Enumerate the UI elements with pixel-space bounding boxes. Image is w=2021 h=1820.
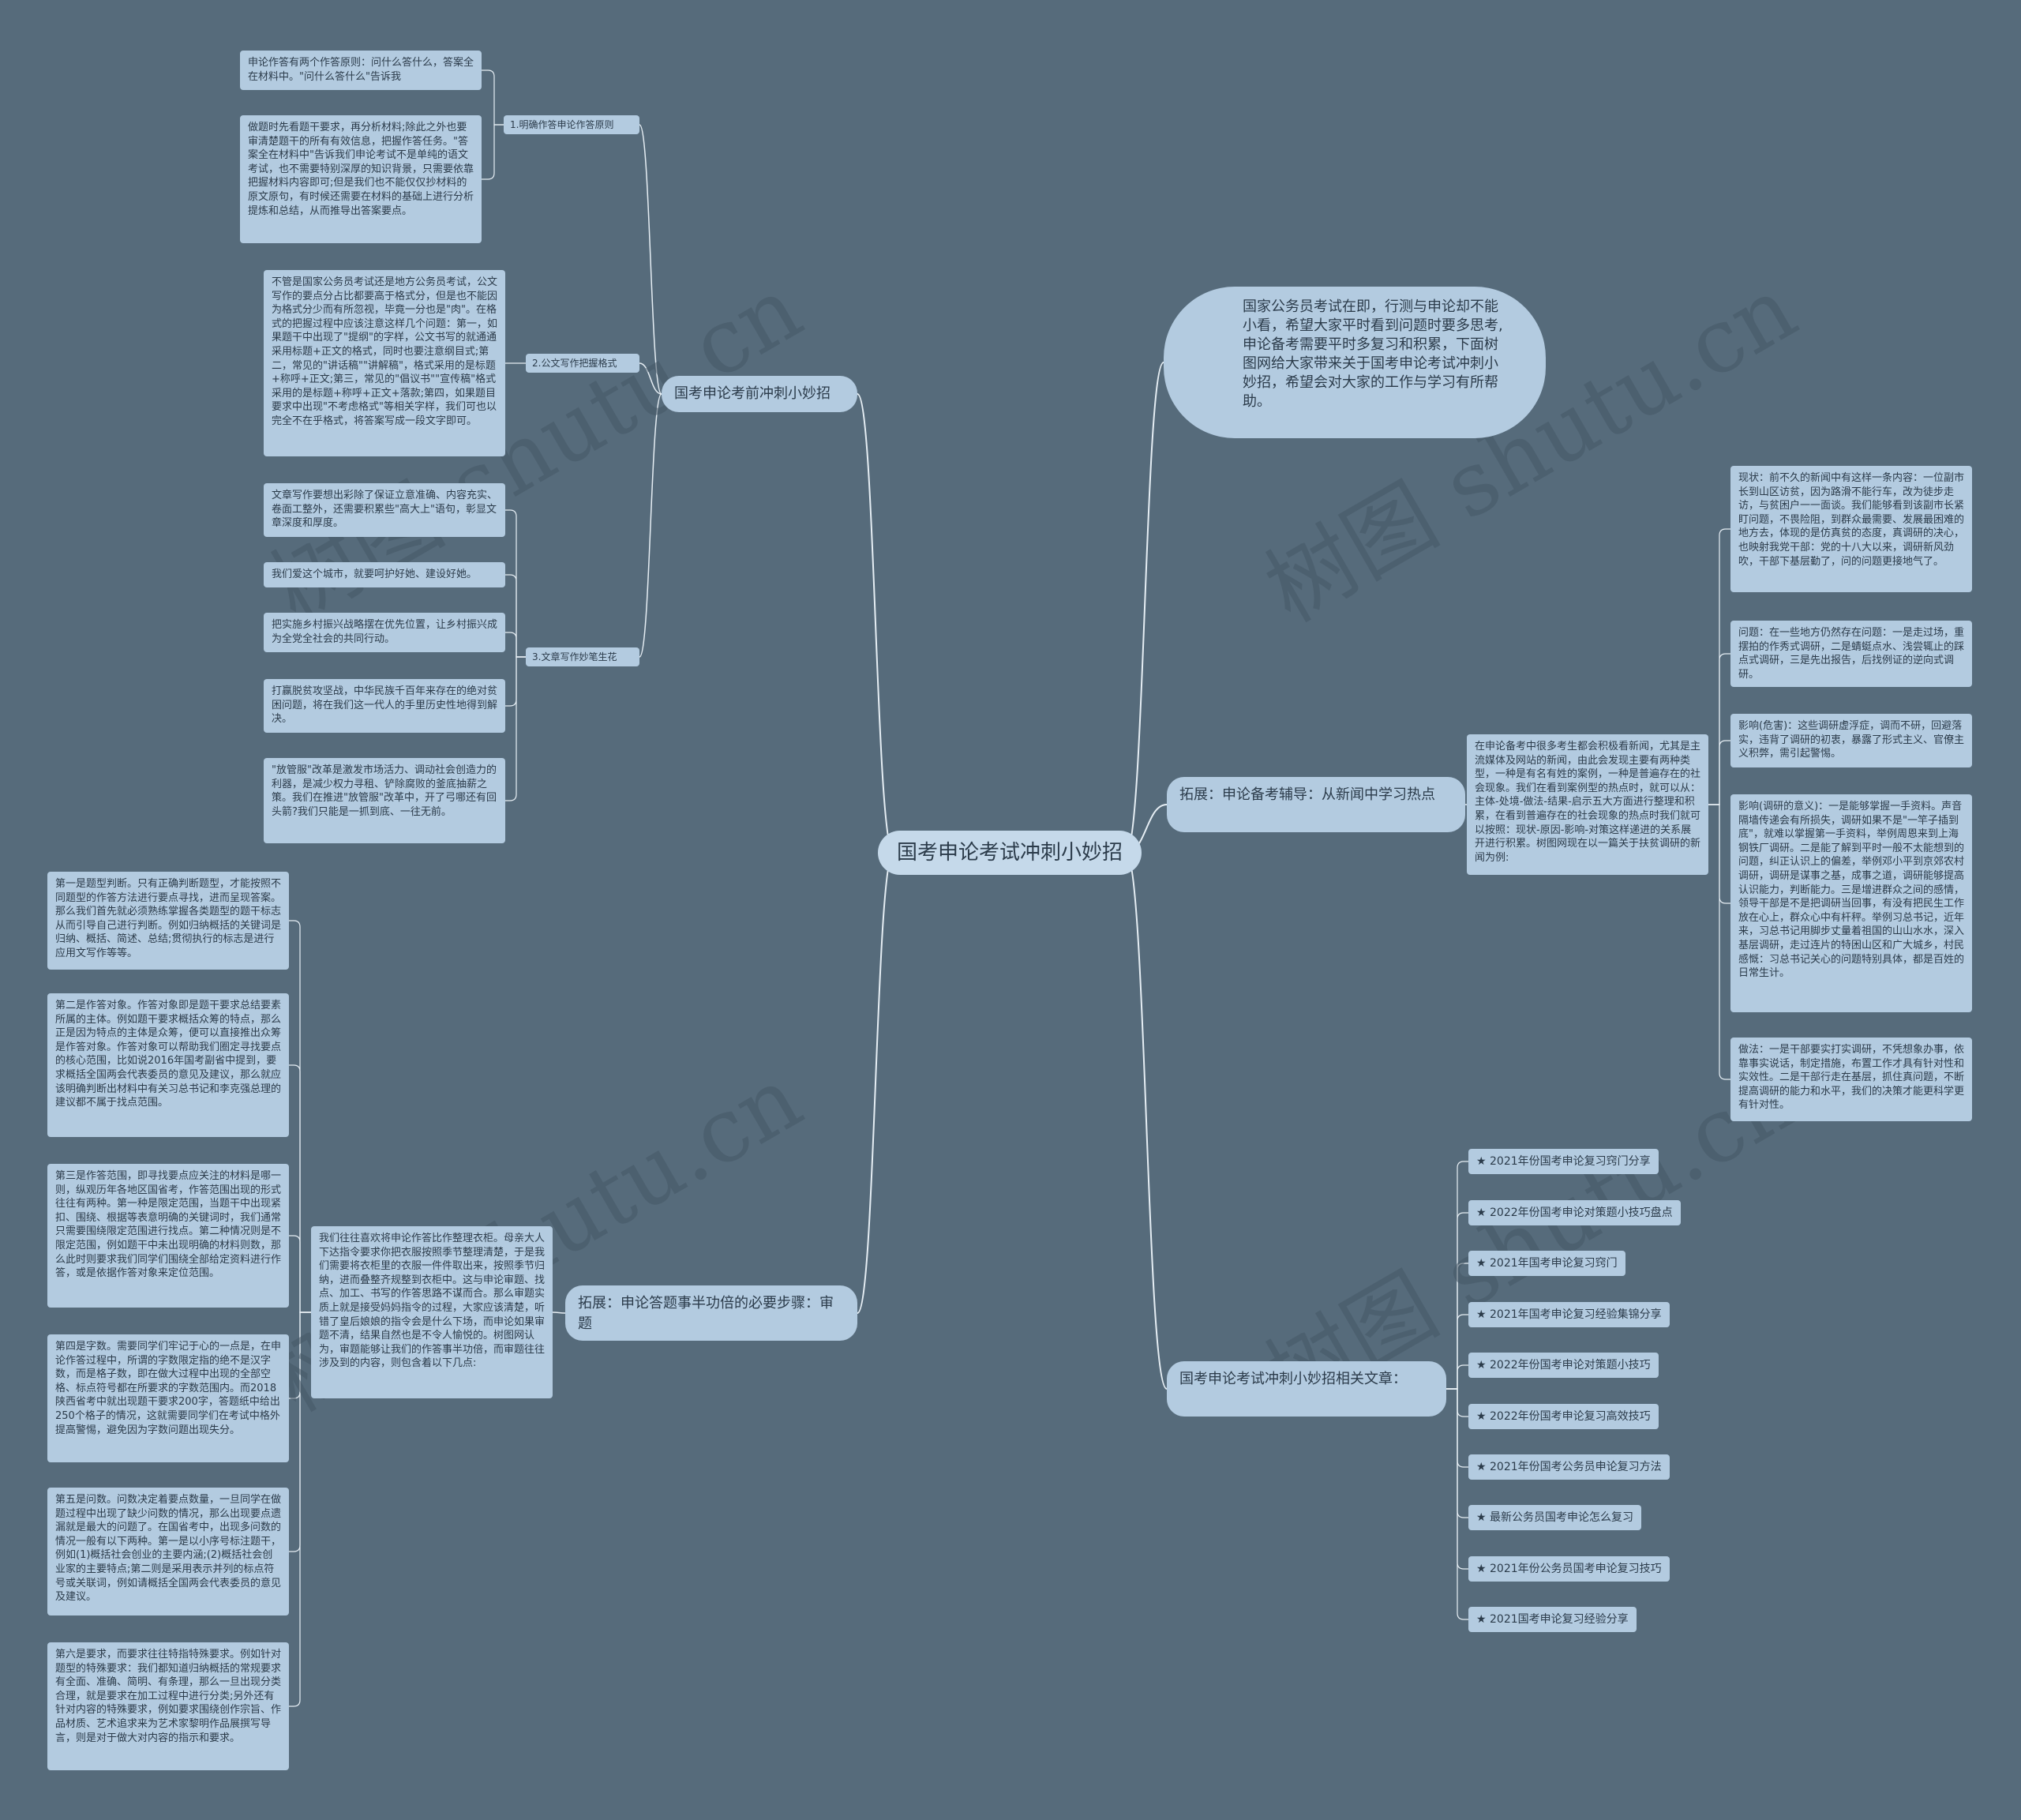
connector-line — [505, 574, 526, 658]
leaf-text: 第三是作答范围，即寻找要点应关注的材料是哪一则，纵观历年各地区国省考，作答范围出… — [47, 1164, 289, 1308]
leaf-text: 文章写作要想出彩除了保证立意准确、内容充实、卷面工整外，还需要积累些"高大上"语… — [264, 483, 505, 537]
connector-line — [1708, 528, 1730, 805]
connector-line — [857, 393, 894, 854]
connector-line — [1708, 653, 1730, 805]
branch-detail-text: 在申论备考中很多考生都会积极看新闻，尤其是主流媒体及网站的新闻，由此会发现主要有… — [1467, 734, 1708, 875]
connector-line — [482, 69, 504, 126]
leaf-text: 申论作答有两个作答原则：问什么答什么，答案全在材料中。"问什么答什么"告诉我 — [240, 51, 482, 90]
sub-document-format[interactable]: 2.公文写作把握格式 — [526, 354, 639, 373]
connector-line — [289, 1064, 311, 1313]
connector-line — [1125, 362, 1164, 854]
article-link[interactable]: ★ 2021年份公务员国考申论复习技巧 — [1468, 1556, 1670, 1582]
article-link[interactable]: ★ 2021年份国考公务员申论复习方法 — [1468, 1454, 1670, 1480]
branch-exam-tips[interactable]: 国考申论考前冲刺小妙招 — [662, 376, 857, 412]
branch-detail-text: 我们往往喜欢将申论作答比作整理衣柜。母亲大人下达指令要求你把衣服按照季节整理清楚… — [311, 1226, 553, 1398]
connector-line — [857, 852, 894, 1314]
connector-line — [505, 656, 526, 801]
connector-line — [505, 509, 526, 658]
connector-line — [289, 920, 311, 1313]
connector-line — [639, 393, 662, 658]
connector-line — [1446, 1263, 1468, 1390]
article-link[interactable]: ★ 2022年份国考申论对策题小技巧 — [1468, 1353, 1659, 1378]
central-topic[interactable]: 国考申论考试冲刺小妙招 — [878, 831, 1142, 875]
connector-line — [289, 1235, 311, 1313]
connector-line — [505, 632, 526, 658]
leaf-text: 打赢脱贫攻坚战，中华民族千百年来存在的绝对贫困问题，将在我们这一代人的手里历史性… — [264, 679, 505, 733]
article-link[interactable]: ★ 2022年份国考申论对策题小技巧盘点 — [1468, 1200, 1681, 1225]
article-link[interactable]: ★ 最新公务员国考申论怎么复习 — [1468, 1505, 1642, 1530]
leaf-text: 第一是题型判断。只有正确判断题型，才能按照不同题型的作答方法进行要点寻找，进而呈… — [47, 872, 289, 970]
leaf-text: 第五是问数。问数决定着要点数量，一旦同学在做题过程中出现了缺少问数的情况，那么出… — [47, 1488, 289, 1615]
connector-line — [1708, 804, 1730, 1080]
article-link[interactable]: ★ 2021年国考申论复习经验集锦分享 — [1468, 1302, 1670, 1327]
leaf-text: 不管是国家公务员考试还是地方公务员考试，公文写作的要点分占比都要高于格式分，但是… — [264, 270, 505, 456]
connector-line — [289, 1312, 311, 1707]
connector-line — [1708, 740, 1730, 805]
article-link[interactable]: ★ 2021年份国考申论复习窍门分享 — [1468, 1149, 1659, 1174]
leaf-text: "放管服"改革是激发市场活力、调动社会创造力的利器，是减少权力寻租、铲除腐败的釜… — [264, 758, 505, 843]
connector-line — [482, 124, 504, 180]
leaf-text: 我们爱这个城市，就要呵护好她、建设好她。 — [264, 562, 505, 587]
connector-line — [1446, 1212, 1468, 1390]
connector-line — [1446, 1314, 1468, 1390]
connector-line — [1446, 1161, 1468, 1390]
leaf-text: 影响(调研的意义)：一是能够掌握一手资料。声音隔墙传递会有所损失，调研如果不是"… — [1730, 794, 1972, 1012]
connector-line — [1446, 1364, 1468, 1390]
connector-line — [639, 362, 662, 395]
article-link[interactable]: ★ 2021国考申论复习经验分享 — [1468, 1607, 1637, 1632]
connector-line — [1446, 1388, 1468, 1620]
connector-line — [505, 656, 526, 707]
branch-news-hotspots[interactable]: 拓展：申论备考辅导：从新闻中学习热点 — [1167, 777, 1465, 832]
leaf-text: 影响(危害)：这些调研虚浮症，调而不研，回避落实，违背了调研的初衷，暴露了形式主… — [1730, 714, 1972, 767]
leaf-text: 做题时先看题干要求，再分析材料;除此之外也要审清楚题干的所有有效信息，把握作答任… — [240, 115, 482, 243]
leaf-text: 把实施乡村振兴战略摆在优先位置，让乡村振兴成为全党全社会的共同行动。 — [264, 613, 505, 652]
leaf-text: 问题：在一些地方仍然存在问题：一是走过场，重摆拍的作秀式调研，二是蜻蜓点水、浅尝… — [1730, 621, 1972, 687]
leaf-text: 第六是要求，而要求往往特指特殊要求。例如针对题型的特殊要求：我们都知道归纳概括的… — [47, 1642, 289, 1770]
leaf-text: 第二是作答对象。作答对象即是题干要求总结要素所属的主体。例如题干要求概括众筹的特… — [47, 993, 289, 1137]
branch-review-question[interactable]: 拓展：申论答题事半功倍的必要步骤：审题 — [565, 1285, 857, 1341]
leaf-text: 做法：一是干部要实打实调研，不凭想象办事，依靠事实说话，制定措施，布置工作才具有… — [1730, 1038, 1972, 1121]
article-link[interactable]: ★ 2021年国考申论复习窍门 — [1468, 1251, 1625, 1276]
connector-line — [639, 124, 662, 395]
sub-essay-writing[interactable]: 3.文章写作妙笔生花 — [526, 647, 639, 666]
leaf-text: 现状：前不久的新闻中有这样一条内容：一位副市长到山区访贫，因为路滑不能行车，改为… — [1730, 466, 1972, 592]
connector-line — [552, 1312, 566, 1314]
intro-topic[interactable]: 国家公务员考试在即，行测与申论却不能小看，希望大家平时看到问题时要多思考,申论备… — [1164, 287, 1546, 438]
connector-line — [1125, 852, 1168, 1390]
sub-answer-principle[interactable]: 1.明确作答申论作答原则 — [504, 115, 639, 134]
branch-related-articles[interactable]: 国考申论考试冲刺小妙招相关文章： — [1167, 1361, 1446, 1417]
article-link[interactable]: ★ 2022年份国考申论复习高效技巧 — [1468, 1404, 1659, 1429]
leaf-text: 第四是字数。需要同学们牢记于心的一点是，在申论作答过程中，所谓的字数限定指的绝不… — [47, 1334, 289, 1462]
